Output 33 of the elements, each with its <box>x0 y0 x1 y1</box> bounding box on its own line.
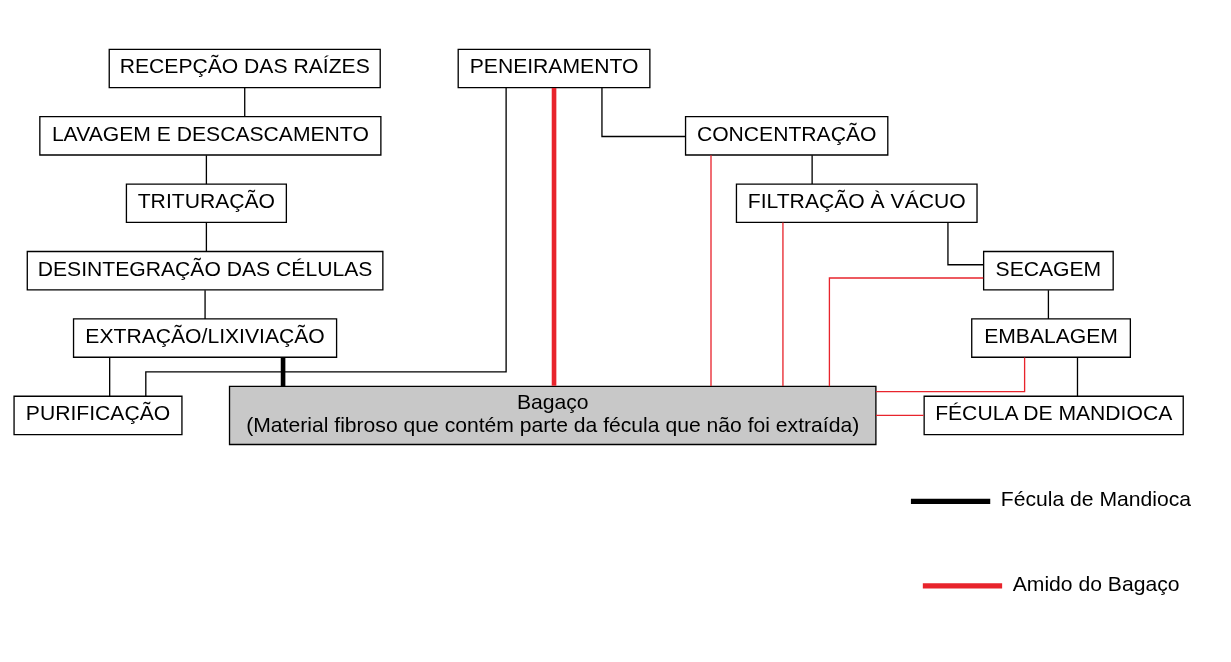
legend-label: Fécula de Mandioca <box>1000 486 1192 510</box>
connector <box>947 221 984 265</box>
connector <box>244 86 246 117</box>
node-box: Bagaço (Material fibroso que contém parte da fécula que não foi extraída) <box>228 385 877 445</box>
connector <box>280 357 286 386</box>
connector <box>145 86 507 397</box>
legend-label: Amido do Bagaço <box>1012 571 1180 595</box>
connector <box>551 87 557 386</box>
connector <box>782 221 784 387</box>
node-box: LAVAGEM E DESCASCAMENTO <box>39 115 382 156</box>
node-box: RECEPÇÃO DAS RAÍZES <box>108 48 381 88</box>
node-box: PENEIRAMENTO <box>457 48 651 88</box>
connector <box>1047 289 1050 320</box>
connector <box>601 86 686 137</box>
connector <box>1076 356 1079 397</box>
node-box: FÉCULA DE MANDIOCA <box>923 395 1184 435</box>
connector <box>828 276 984 387</box>
node-box: TRITURAÇÃO <box>125 182 288 223</box>
node-box: PURIFICAÇÃO <box>13 395 183 435</box>
node-box: DESINTEGRAÇÃO DAS CÉLULAS <box>26 250 384 291</box>
node-box: CONCENTRAÇÃO <box>684 115 889 156</box>
connector <box>710 154 712 387</box>
node-box: EXTRAÇÃO/LIXIVIAÇÃO <box>72 317 338 358</box>
connector <box>204 289 206 320</box>
node-box: SECAGEM <box>982 250 1114 291</box>
node-box: FILTRAÇÃO À VÁCUO <box>735 182 978 223</box>
connector <box>875 414 925 416</box>
node-box: EMBALAGEM <box>971 317 1131 358</box>
connector <box>109 356 111 397</box>
connector <box>811 154 813 185</box>
connector <box>205 154 208 185</box>
connector <box>205 221 208 252</box>
connector <box>875 356 1026 392</box>
